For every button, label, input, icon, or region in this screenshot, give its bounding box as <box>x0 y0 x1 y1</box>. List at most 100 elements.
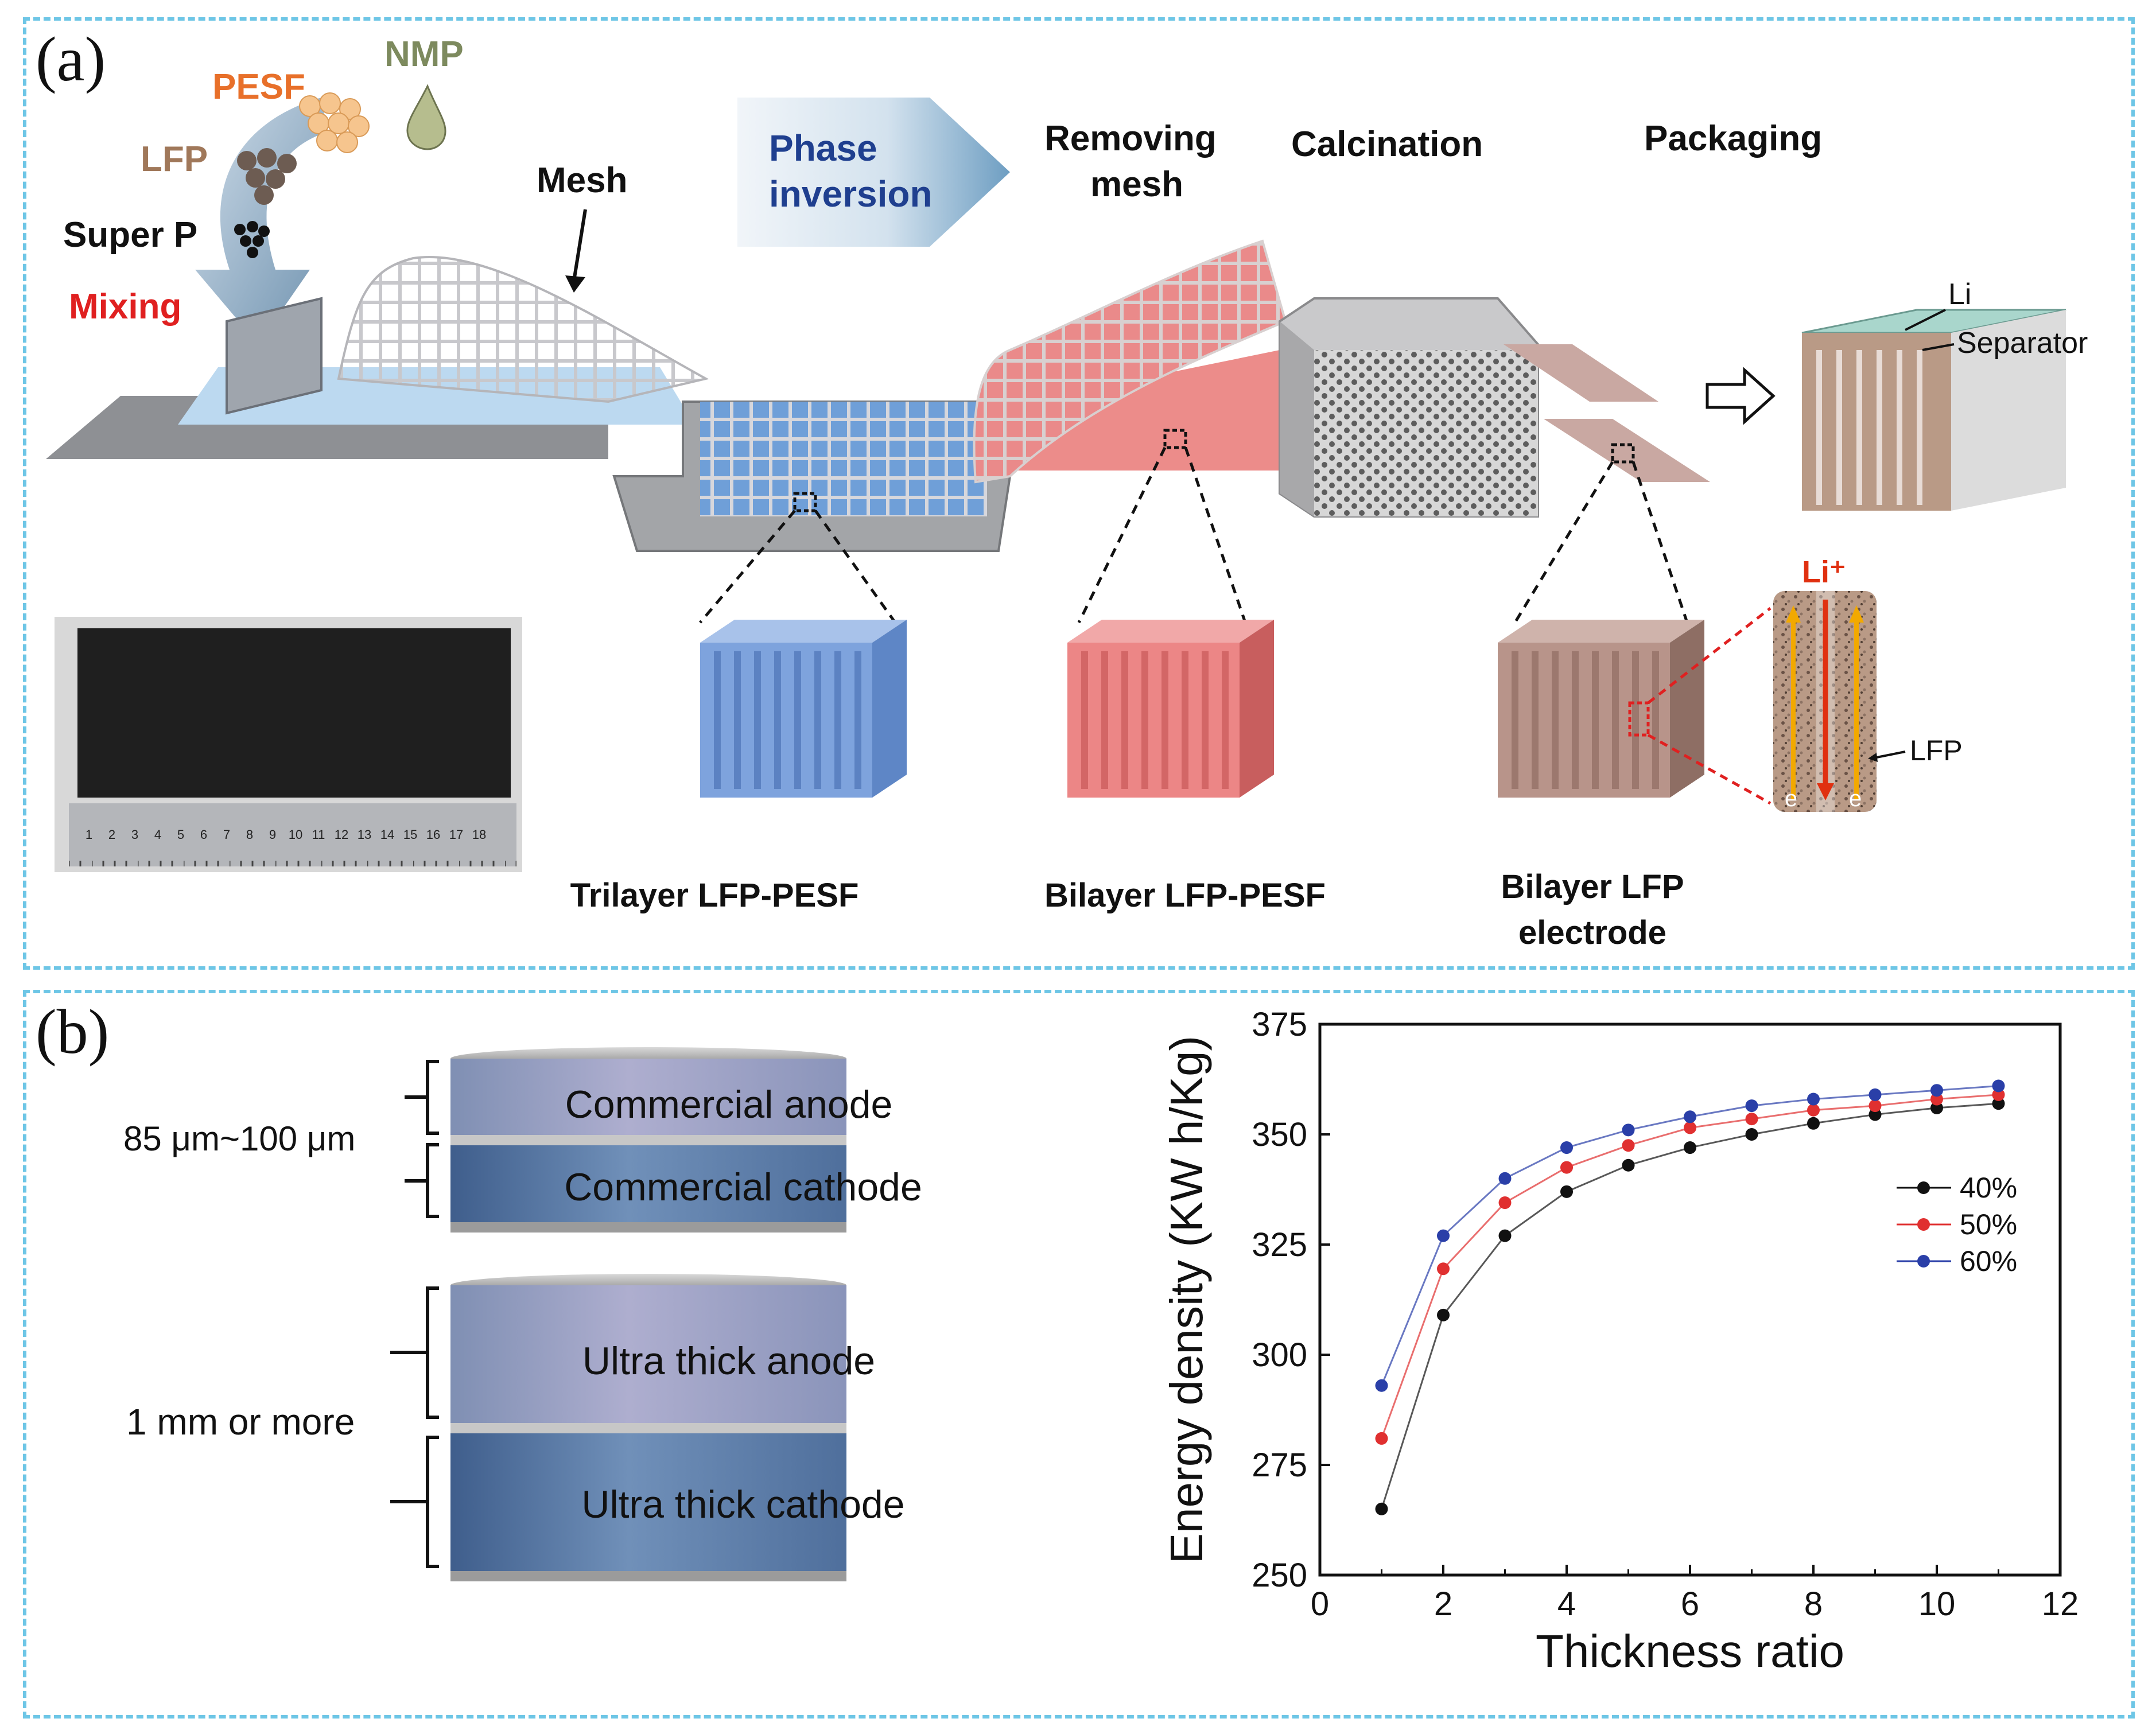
panel-b-frame <box>23 990 2135 1719</box>
commercial-anode-label: Commercial anode <box>565 1083 893 1126</box>
packaged-cell <box>1801 309 2066 511</box>
data-point <box>1868 1088 1882 1101</box>
ruler-tick-label: 10 <box>289 827 302 842</box>
mesh-label: Mesh <box>537 161 627 200</box>
y-tick-label: 250 <box>1252 1557 1307 1594</box>
data-point <box>1684 1121 1696 1134</box>
data-point <box>1437 1229 1450 1242</box>
calcined-plate-bottom <box>1544 419 1710 482</box>
bilayer-electrode-label-2: electrode <box>1518 914 1666 951</box>
zoom-lines <box>699 446 1689 624</box>
li-pointer-line <box>1905 309 1946 331</box>
separator-pointer-line <box>1922 343 1955 351</box>
phase-inversion-arrow <box>737 98 1010 247</box>
legend-label: 50% <box>1960 1208 2017 1241</box>
data-point <box>1498 1172 1512 1185</box>
zoom-marker-trilayer <box>793 492 817 512</box>
ruler-tick-label: 2 <box>108 827 115 842</box>
lfp-detail-label: LFP <box>1910 734 1963 767</box>
pesf-particles-icon <box>299 92 370 153</box>
data-point <box>1437 1308 1450 1321</box>
commercial-cathode-label: Commercial cathode <box>564 1165 922 1209</box>
data-point <box>1437 1262 1450 1276</box>
ruler-tick-label: 18 <box>472 827 486 842</box>
data-point <box>1868 1108 1882 1121</box>
ruler-tick-label: 7 <box>223 827 230 842</box>
ruler-tick-label: 16 <box>426 827 440 842</box>
chart-xlabel: Thickness ratio <box>1536 1626 1844 1677</box>
li-layer-label: Li <box>1948 278 1971 311</box>
mesh-pointer-line <box>572 209 587 282</box>
electrode-photo <box>55 617 522 872</box>
bilayer-electrode-cube <box>1498 620 1704 798</box>
data-point <box>1375 1502 1388 1515</box>
ultra-cathode-label: Ultra thick cathode <box>581 1483 904 1526</box>
ruler-tick-label: 12 <box>335 827 348 842</box>
lfp-pointer-head <box>1868 753 1878 762</box>
calcined-plate-top <box>1504 344 1658 402</box>
furnace-honeycomb <box>1314 350 1538 516</box>
removing-mesh-label-2: mesh <box>1090 165 1183 204</box>
legend-label: 60% <box>1960 1245 2017 1277</box>
data-point <box>1498 1196 1512 1210</box>
x-tick-label: 6 <box>1681 1585 1699 1623</box>
super-p-particles-icon <box>234 221 270 258</box>
y-tick-label: 325 <box>1252 1226 1307 1263</box>
li-ion-label: Li⁺ <box>1802 555 1846 589</box>
y-tick-label: 375 <box>1252 1006 1307 1043</box>
ruler-tick-label: 4 <box>154 827 161 842</box>
data-point <box>1622 1139 1635 1152</box>
legend-label: 40% <box>1960 1172 2017 1204</box>
y-tick-label: 350 <box>1252 1116 1307 1153</box>
x-tick-label: 8 <box>1804 1585 1823 1623</box>
lfp-pointer-line <box>1876 751 1906 759</box>
data-point <box>1560 1161 1573 1174</box>
ruler-tick-label: 3 <box>131 827 138 842</box>
bilayer-electrode-label-1: Bilayer LFP <box>1501 868 1684 905</box>
y-tick-label: 300 <box>1252 1336 1307 1374</box>
ruler-tick-label: 15 <box>403 827 417 842</box>
legend-marker <box>1917 1181 1930 1194</box>
mesh-sheet <box>337 256 709 403</box>
data-point <box>1375 1432 1388 1445</box>
data-point <box>1622 1123 1635 1137</box>
mixing-label: Mixing <box>69 287 181 326</box>
trilayer-cube <box>700 620 907 798</box>
lfp-particles-icon <box>237 148 297 205</box>
ruler-tick-label: 11 <box>312 827 325 842</box>
panel-a-frame <box>23 17 2135 970</box>
mesh-pointer-head <box>565 275 585 293</box>
bilayer-sheet <box>1010 350 1320 471</box>
phase-inversion-label-1: Phase <box>769 127 877 169</box>
panel-b-letter: (b) <box>36 997 109 1067</box>
doctor-blade <box>226 297 323 415</box>
commercial-thickness-label: 85 μm~100 μm <box>123 1119 355 1158</box>
ruler-tick-label: 5 <box>177 827 184 842</box>
data-point <box>1498 1229 1512 1242</box>
series-line <box>1381 1102 1999 1510</box>
y-tick-label: 275 <box>1252 1447 1307 1484</box>
packaging-label: Packaging <box>1644 119 1822 158</box>
ruler-tick-label: 14 <box>380 827 394 842</box>
nmp-droplet-icon <box>406 84 446 150</box>
commercial-braces <box>405 1060 439 1218</box>
x-tick-label: 4 <box>1557 1585 1576 1623</box>
separator-label: Separator <box>1957 326 2088 360</box>
data-point <box>1807 1117 1820 1130</box>
electron-label-left: e <box>1785 786 1797 811</box>
data-point <box>1992 1079 2005 1093</box>
legend-marker <box>1917 1218 1930 1231</box>
data-point <box>1868 1099 1882 1113</box>
data-point <box>1375 1379 1388 1392</box>
ruler-tick-label: 1 <box>86 827 92 842</box>
data-point <box>1992 1088 2005 1101</box>
data-point <box>1930 1084 1943 1097</box>
data-point <box>1560 1141 1573 1154</box>
super-p-label: Super P <box>63 215 197 255</box>
furnace-side <box>1280 321 1314 516</box>
trilayer-label: Trilayer LFP-PESF <box>570 877 859 914</box>
nmp-label: NMP <box>384 34 464 74</box>
